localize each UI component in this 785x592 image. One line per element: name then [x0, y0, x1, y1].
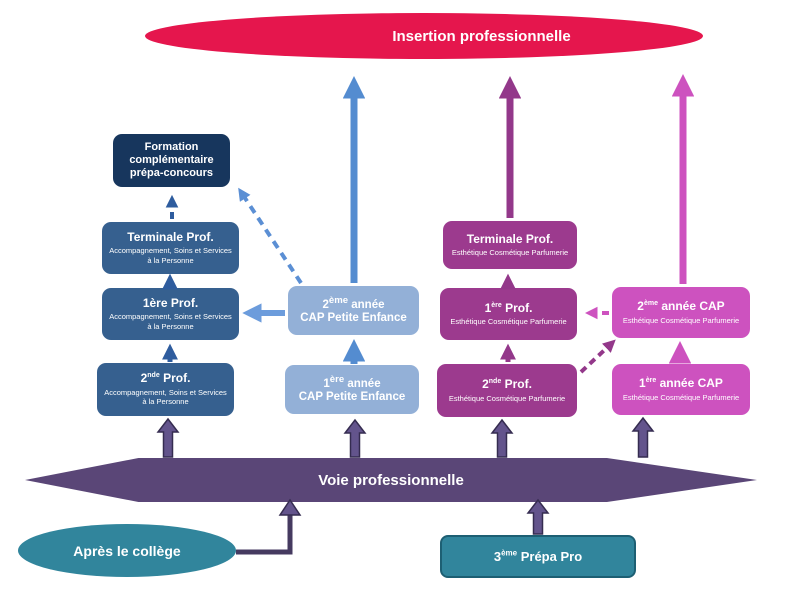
box-cap-esthetique-1ere: 1ère année CAP Esthétique Cosmétique Par…	[612, 364, 750, 415]
arrow-banner-to-cap-esthetique-1ere	[631, 416, 655, 458]
arrow-prepa-pro-to-banner	[526, 498, 550, 535]
box-title: 1ère Prof.	[484, 300, 533, 315]
insertion-professionnelle-ellipse: Insertion professionnelle	[145, 13, 703, 59]
box-terminale-prof-esthetique: Terminale Prof. Esthétique Cosmétique Pa…	[443, 221, 577, 269]
banner-label: Voie professionnelle	[318, 471, 464, 489]
box-2nde-prof-assp: 2nde Prof. Accompagnement, Soins et Serv…	[97, 363, 234, 416]
box-3eme-prepa-pro: 3ème Prépa Pro	[440, 535, 636, 578]
box-cap-esthetique-2eme: 2ème année CAP Esthétique Cosmétique Par…	[612, 287, 750, 338]
box-cap-petite-enfance-1ere: 1ère année CAP Petite Enfance	[285, 365, 419, 414]
box-subtitle: Esthétique Cosmétique Parfumerie	[448, 393, 566, 403]
box-title-line2: CAP Petite Enfance	[300, 311, 407, 324]
college-label: Après le collège	[73, 542, 181, 559]
box-subtitle: Accompagnement, Soins et Services à la P…	[104, 387, 227, 407]
arrowhead-college-to-banner	[278, 498, 302, 516]
box-title: 1ère année CAP	[639, 376, 723, 391]
box-subtitle: Esthétique Cosmétique Parfumerie	[451, 248, 569, 258]
arrow-cap-pe-to-formation-dashed	[238, 187, 303, 285]
box-subtitle: Esthétique Cosmétique Parfumerie	[622, 315, 740, 325]
box-title: 1ère année	[323, 374, 381, 391]
box-title: Terminale Prof.	[466, 231, 554, 246]
box-subtitle: Esthétique Cosmétique Parfumerie	[622, 392, 740, 402]
box-1ere-prof-esthetique: 1ère Prof. Esthétique Cosmétique Parfume…	[440, 288, 577, 340]
insertion-label: Insertion professionnelle	[392, 27, 571, 45]
prepa-label: 3ème Prépa Pro	[493, 548, 583, 564]
box-title-line2: CAP Petite Enfance	[298, 390, 406, 403]
box-subtitle: Accompagnement, Soins et Services à la P…	[109, 312, 232, 331]
arrow-banner-to-2nde-esthetique	[490, 418, 514, 458]
box-1ere-prof-assp: 1ère Prof. Accompagnement, Soins et Serv…	[102, 288, 239, 340]
box-cap-petite-enfance-2eme: 2ème année CAP Petite Enfance	[288, 286, 419, 335]
arrow-2nde-esthetique-to-cap-dashed	[579, 339, 616, 374]
box-title: 2ème année	[322, 295, 385, 312]
arrow-banner-to-2nde-assp	[156, 417, 180, 458]
box-title: 2nde Prof.	[482, 377, 532, 392]
box-subtitle: Esthétique Cosmétique Parfumerie	[450, 317, 567, 327]
box-formation-complementaire: Formation complémentaire prépa-concours	[113, 134, 230, 187]
box-title: 2ème année CAP	[637, 299, 725, 314]
box-subtitle: Accompagnement, Soins et Services à la P…	[109, 246, 232, 265]
box-terminale-prof-assp: Terminale Prof. Accompagnement, Soins et…	[102, 222, 239, 274]
box-title: 1ère Prof.	[142, 295, 199, 310]
arrow-banner-to-cap-pe-1ere	[343, 418, 367, 458]
connector-college-to-banner	[236, 515, 293, 555]
box-title: 2nde Prof.	[140, 371, 191, 386]
voie-professionnelle-banner: Voie professionnelle	[25, 458, 757, 502]
box-title: Terminale Prof.	[127, 229, 214, 244]
box-2nde-prof-esthetique: 2nde Prof. Esthétique Cosmétique Parfume…	[437, 364, 577, 417]
apres-le-college-ellipse: Après le collège	[18, 524, 236, 577]
formation-label: Formation complémentaire prépa-concours	[129, 140, 214, 180]
